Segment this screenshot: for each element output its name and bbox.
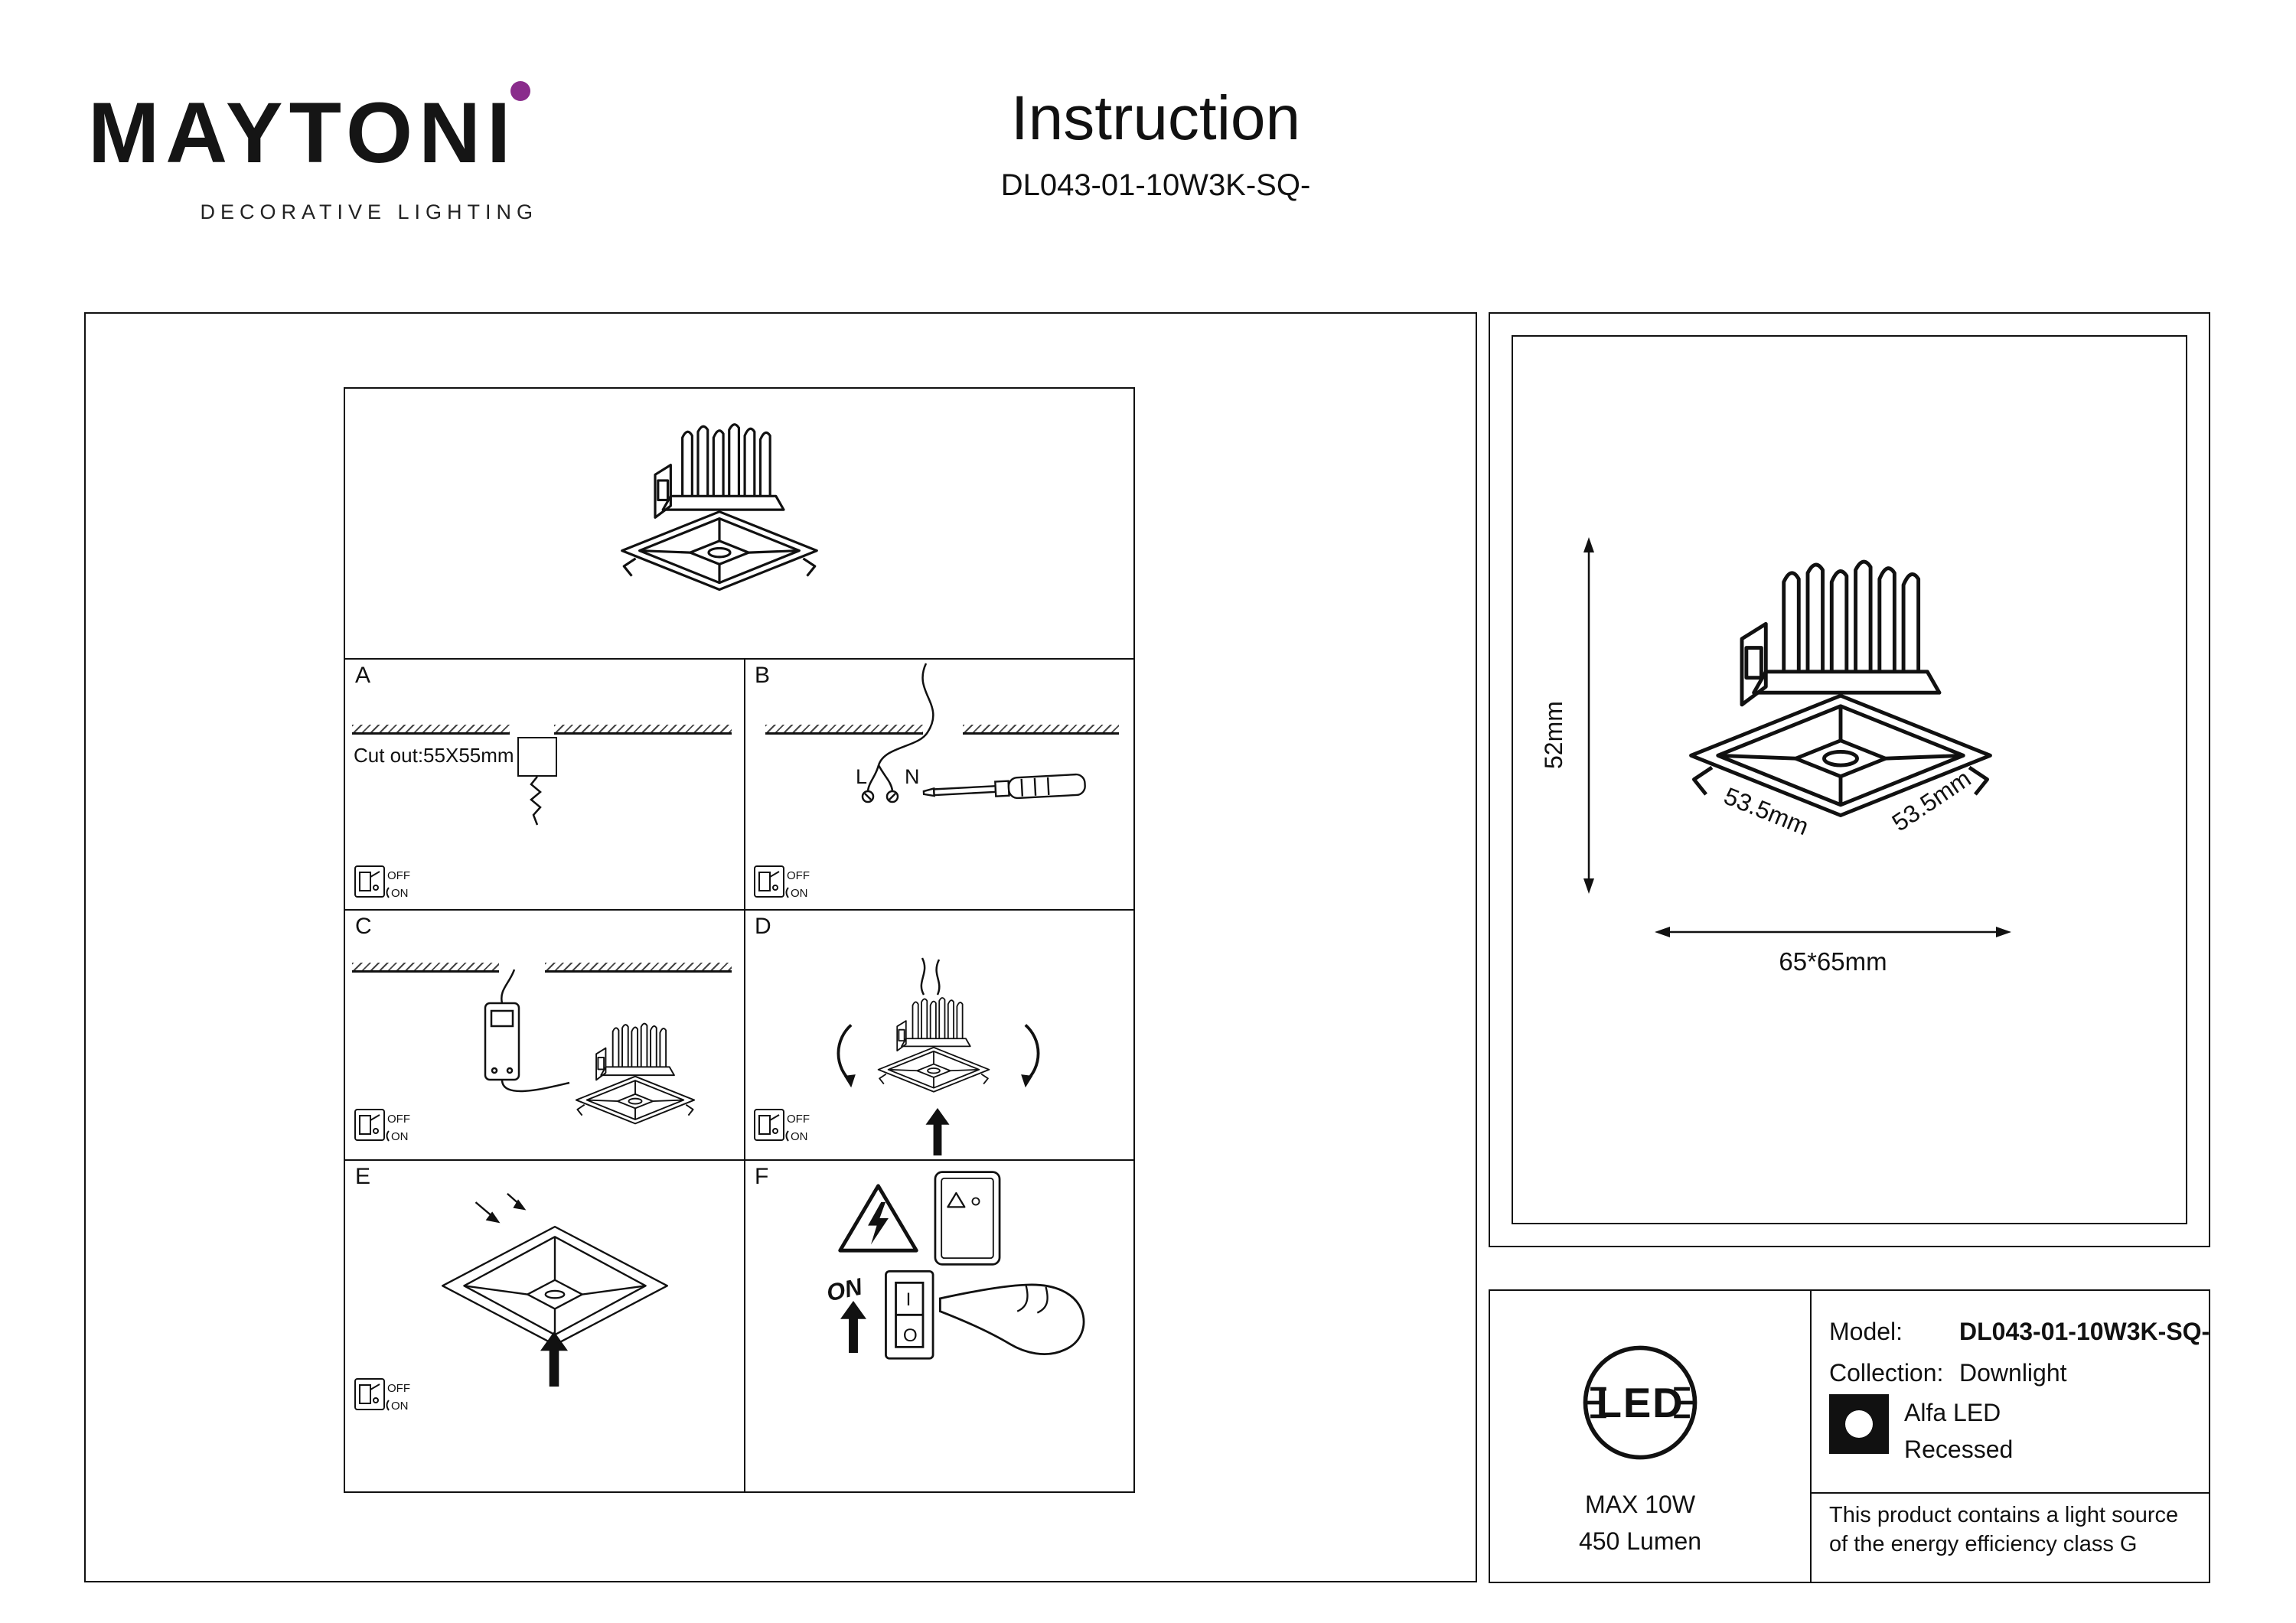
footprint-dimension-label: 65*65mm: [1779, 947, 1887, 976]
cutout-square-drawing: [517, 737, 557, 777]
spec-table-divider: [1810, 1289, 1812, 1583]
switch-hand-drawing: I O: [885, 1270, 1085, 1360]
led-badge-label: LED: [1596, 1380, 1684, 1426]
dimensioned-fixture-drawing: [1676, 539, 2005, 861]
series-value: Alfa LED: [1904, 1399, 2001, 1426]
grid-line-row3: [344, 1159, 1135, 1161]
dimensions-inner-frame: [1512, 335, 2187, 1224]
step-e-label: E: [355, 1164, 371, 1189]
brand-logo: MAYTONI: [88, 81, 530, 176]
height-dimension-label: 52mm: [1540, 701, 1567, 769]
fixture-drawing: [570, 1016, 700, 1140]
breaker-panel-icon: [934, 1171, 1001, 1266]
up-arrow-icon: [925, 1108, 951, 1155]
power-switch-icon: [354, 862, 418, 901]
step-d-label: D: [755, 914, 771, 939]
recessed-icon-hole: [1845, 1410, 1873, 1438]
brand-wordmark: MAYTONI: [88, 85, 517, 181]
fixture-drawing: [869, 991, 999, 1107]
efficiency-note: This product contains a light source of …: [1829, 1503, 2179, 1556]
ceiling-hatch: [554, 725, 732, 735]
grid-line-column: [744, 658, 745, 1491]
page-title: Instruction: [1010, 83, 1301, 153]
power-switch-icon: [753, 862, 817, 901]
switch-i-mark: I: [906, 1289, 912, 1310]
width-dimension-arrow: [1655, 927, 2011, 937]
collection-label: Collection:: [1829, 1359, 1944, 1387]
brand-dot-icon: [510, 81, 530, 101]
wire-l-label: L: [856, 765, 868, 788]
recessed-icon: [1829, 1394, 1889, 1454]
grid-line-row1: [344, 658, 1135, 660]
led-badge: LED: [1583, 1345, 1698, 1460]
luminous-flux: 450 Lumen: [1578, 1527, 1702, 1555]
ceiling-hatch: [765, 725, 923, 735]
up-arrow-icon: [540, 1331, 569, 1387]
step-a-label: A: [355, 663, 371, 688]
warning-triangle-icon: [838, 1184, 918, 1253]
page-model-number: DL043-01-10W3K-SQ-: [1000, 168, 1311, 202]
power-switch-icon: [354, 1374, 418, 1414]
step-f-label: F: [755, 1164, 769, 1189]
max-power: MAX 10W: [1584, 1491, 1696, 1518]
wire-n-label: N: [905, 765, 920, 788]
ceiling-hatch: [545, 963, 732, 973]
height-dimension-arrow: [1583, 537, 1594, 894]
model-label: Model:: [1829, 1318, 1903, 1345]
switch-o-mark: O: [903, 1325, 918, 1346]
hero-fixture-drawing: [612, 398, 827, 631]
ceiling-hatch: [352, 963, 499, 973]
led-driver-drawing: [484, 969, 570, 1093]
rotate-arrow-right-icon: [1021, 1024, 1040, 1088]
rotate-arrow-left-icon: [837, 1024, 856, 1088]
supply-wire-drawing: [861, 663, 934, 803]
screwdriver-icon: [922, 773, 1086, 800]
cutout-note: Cut out:55X55mm: [354, 744, 514, 767]
brand-tagline: DECORATIVE LIGHTING: [200, 200, 538, 223]
fixture-wires-drawing: [920, 957, 941, 996]
step-c-label: C: [355, 914, 372, 939]
power-switch-icon: [354, 1105, 418, 1145]
spec-note-divider: [1810, 1492, 2210, 1494]
ceiling-hatch: [352, 725, 510, 735]
ceiling-hatch: [963, 725, 1119, 735]
power-switch-icon: [753, 1105, 817, 1145]
model-value: DL043-01-10W3K-SQ-: [1959, 1318, 2210, 1345]
collection-value: Downlight: [1959, 1359, 2067, 1387]
mounting-value: Recessed: [1904, 1436, 2014, 1463]
up-arrow-icon: [840, 1301, 866, 1353]
saw-blade-drawing: [530, 777, 542, 826]
grid-line-row2: [344, 909, 1135, 911]
step-b-label: B: [755, 663, 771, 688]
